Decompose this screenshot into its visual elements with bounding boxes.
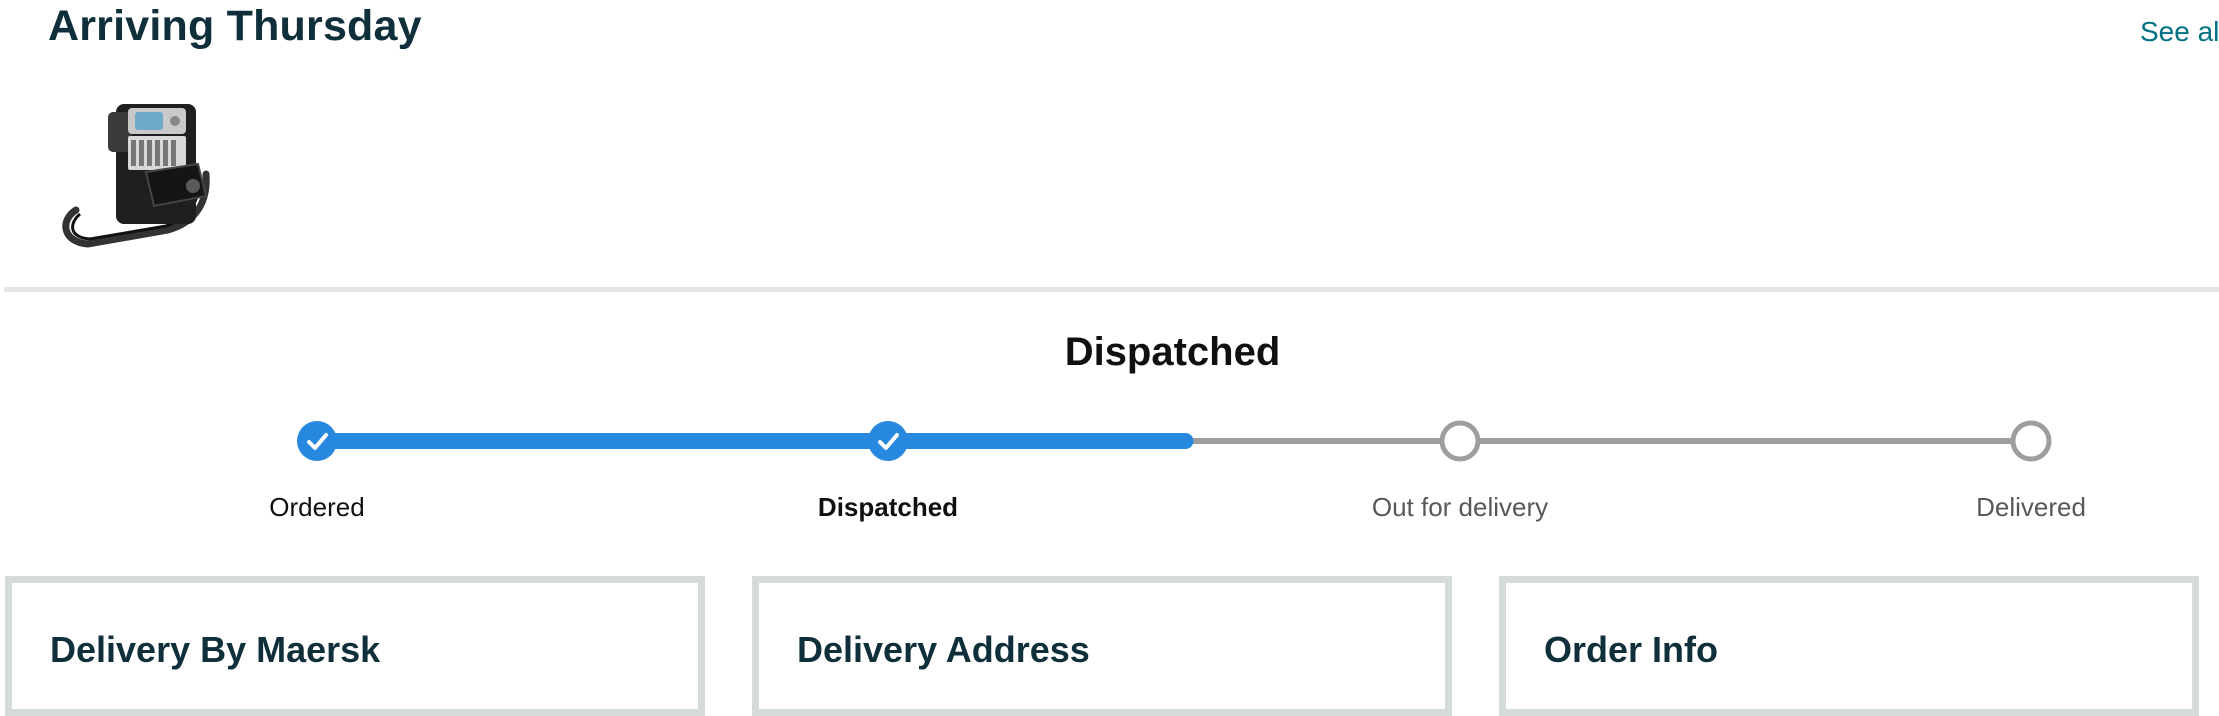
tricorder-image — [62, 104, 210, 248]
progress-tracker — [297, 420, 2052, 462]
step-label-dispatched: Dispatched — [817, 492, 959, 522]
section-divider — [4, 287, 2219, 292]
step-marker-ordered — [297, 421, 337, 461]
delivery-carrier-card[interactable]: Delivery By Maersk — [5, 576, 705, 716]
step-label-delivered: Delivered — [1976, 492, 2086, 522]
product-thumbnail[interactable] — [58, 92, 218, 262]
see-all-link[interactable]: See all — [2140, 16, 2219, 47]
check-icon — [307, 433, 328, 450]
shipment-status-title: Dispatched — [1064, 330, 1281, 374]
order-info-card[interactable]: Order Info — [1499, 576, 2199, 716]
check-icon — [878, 433, 899, 450]
step-marker-dispatched — [868, 421, 908, 461]
card-title-delivery-carrier: Delivery By Maersk — [50, 629, 381, 670]
step-label-out-for-delivery: Out for delivery — [1371, 492, 1549, 522]
delivery-address-card[interactable]: Delivery Address — [752, 576, 1452, 716]
step-marker-delivered — [2010, 420, 2052, 462]
card-title-delivery-address: Delivery Address — [797, 629, 1090, 670]
page-title: Arriving Thursday — [48, 2, 422, 50]
card-title-order-info: Order Info — [1544, 629, 1719, 670]
step-marker-out-for-delivery — [1439, 420, 1481, 462]
step-label-ordered: Ordered — [269, 492, 365, 522]
